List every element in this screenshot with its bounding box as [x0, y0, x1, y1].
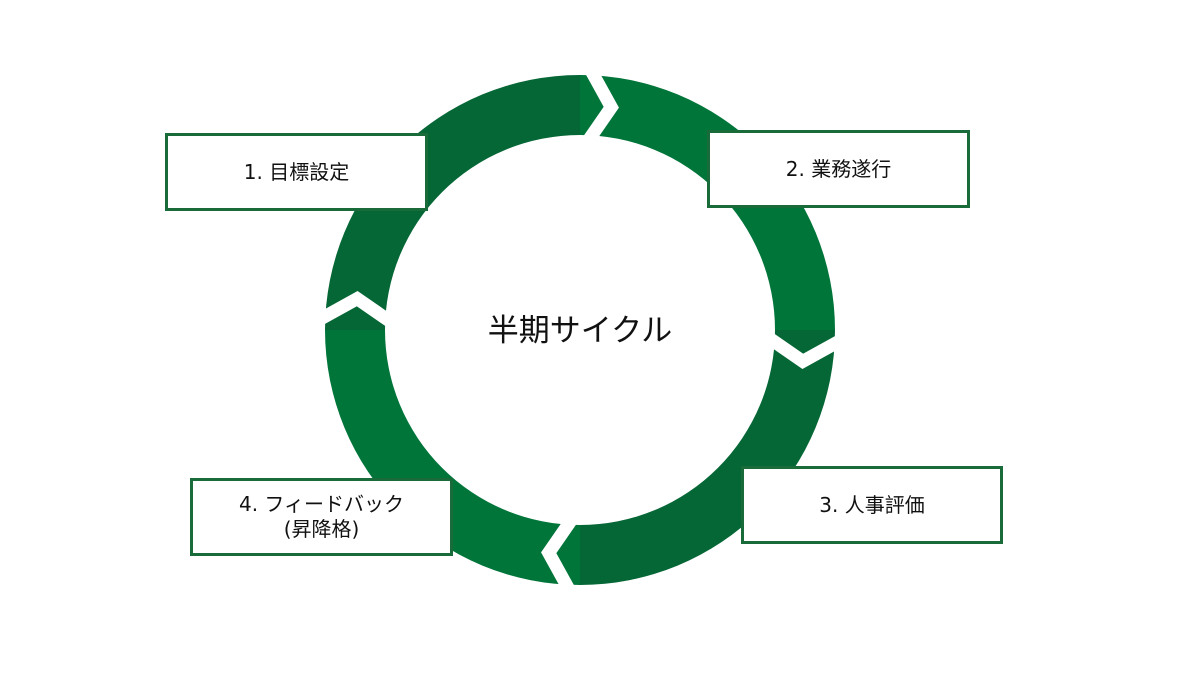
cycle-title: 半期サイクル	[487, 313, 673, 349]
segment-goal-setting	[325, 75, 580, 330]
segment-evaluation	[580, 330, 835, 585]
step-label: 1. 目標設定	[243, 159, 350, 184]
segment-execution	[580, 75, 835, 330]
step-sublabel: (昇降格)	[283, 517, 360, 541]
chevron-arrow-gap	[541, 513, 579, 596]
chevron-arrow-gap	[314, 291, 397, 329]
chevron-arrow-gap	[581, 64, 619, 147]
step-box-evaluation: 3. 人事評価	[741, 466, 1003, 544]
step-box-goal-setting: 1. 目標設定	[165, 133, 428, 211]
step-box-feedback: 4. フィードバック (昇降格)	[190, 478, 453, 556]
step-label: 2. 業務遂行	[785, 156, 892, 181]
step-label: 3. 人事評価	[819, 492, 925, 517]
segment-feedback	[325, 330, 580, 585]
chevron-arrow-gap	[763, 331, 846, 369]
step-box-execution: 2. 業務遂行	[707, 130, 970, 208]
step-label: 4. フィードバック	[238, 492, 405, 516]
